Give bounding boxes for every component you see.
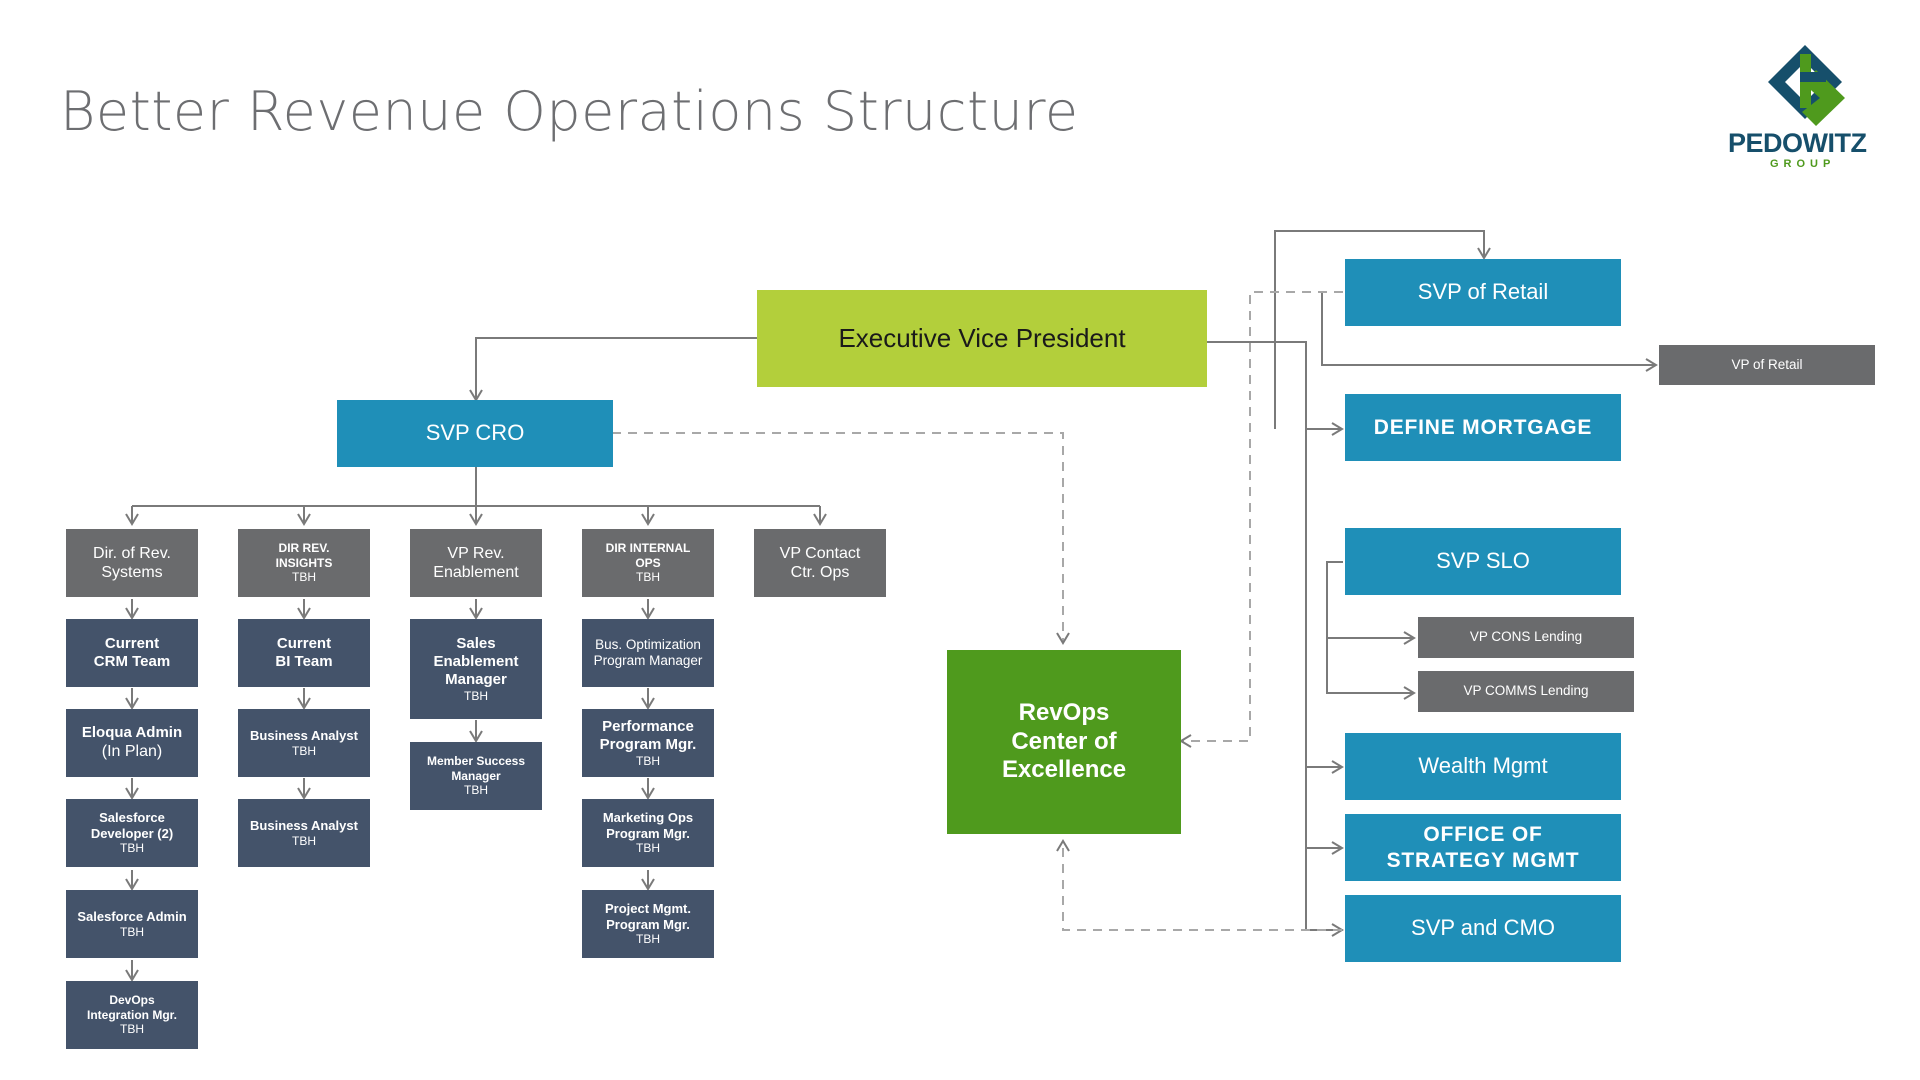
label: Manager — [445, 670, 507, 688]
coe-line-1: RevOps — [1018, 698, 1110, 726]
label: Current — [276, 635, 332, 652]
label: Program Mgr. — [606, 916, 690, 932]
svp-and-cmo-box[interactable]: SVP and CMO — [1345, 895, 1621, 962]
label: Current — [104, 635, 160, 652]
business-analyst-box[interactable]: Business Analyst TBH — [238, 709, 370, 777]
label: DIR REV. — [278, 541, 330, 556]
tbh-label: TBH — [120, 841, 144, 856]
tbh-label: TBH — [120, 1022, 144, 1037]
vp-rev-enablement-box[interactable]: VP Rev. Enablement — [410, 529, 542, 597]
label: INSIGHTS — [275, 555, 333, 570]
label: (In Plan) — [101, 743, 163, 761]
label: Marketing Ops — [602, 810, 694, 826]
label: Developer (2) — [90, 825, 174, 841]
label: VP Contact — [779, 544, 861, 562]
salesforce-developer-box[interactable]: Salesforce Developer (2) TBH — [66, 799, 198, 867]
label: Performance — [602, 717, 694, 735]
tbh-label: TBH — [292, 570, 316, 585]
salesforce-admin-box[interactable]: Salesforce Admin TBH — [66, 890, 198, 958]
logo-subtext: GROUP — [1770, 158, 1836, 170]
dir-rev-systems-box[interactable]: Dir. of Rev. Systems — [66, 529, 198, 597]
label: OPS — [635, 555, 661, 570]
tbh-label: TBH — [636, 570, 660, 585]
svp-retail-box[interactable]: SVP of Retail — [1345, 259, 1621, 326]
pedowitz-logo-icon — [1768, 45, 1845, 126]
vp-cons-lending-box[interactable]: VP CONS Lending — [1418, 617, 1634, 658]
page-title: Better Revenue Operations Structure — [60, 80, 1079, 143]
label: Salesforce Admin — [77, 909, 187, 924]
vp-comms-lending-box[interactable]: VP COMMS Lending — [1418, 671, 1634, 712]
label: Manager — [451, 768, 501, 783]
current-bi-team-box[interactable]: Current BI Team — [238, 619, 370, 687]
label: Bus. Optimization — [595, 636, 701, 652]
label: Dir. of Rev. — [93, 544, 171, 562]
evp-box[interactable]: Executive Vice President — [757, 290, 1207, 387]
label: Business Analyst — [250, 818, 358, 833]
member-success-manager-box[interactable]: Member Success Manager TBH — [410, 742, 542, 810]
label: Ctr. Ops — [790, 564, 850, 581]
label: Enablement — [433, 652, 519, 670]
devops-integration-box[interactable]: DevOps Integration Mgr. TBH — [66, 981, 198, 1049]
tbh-label: TBH — [292, 743, 316, 758]
dir-internal-ops-box[interactable]: DIR INTERNAL OPS TBH — [582, 529, 714, 597]
svp-cro-box[interactable]: SVP CRO — [337, 400, 613, 467]
project-mgmt-program-mgr-box[interactable]: Project Mgmt. Program Mgr. TBH — [582, 890, 714, 958]
marketing-ops-program-mgr-box[interactable]: Marketing Ops Program Mgr. TBH — [582, 799, 714, 867]
label: CRM Team — [93, 653, 171, 670]
dir-rev-insights-box[interactable]: DIR REV. INSIGHTS TBH — [238, 529, 370, 597]
strategy-line-2: STRATEGY MGMT — [1386, 848, 1580, 872]
tbh-label: TBH — [636, 932, 660, 947]
sales-enablement-manager-box[interactable]: Sales Enablement Manager TBH — [410, 619, 542, 719]
label: Eloqua Admin — [81, 724, 183, 742]
label: Integration Mgr. — [87, 1007, 177, 1022]
tbh-label: TBH — [292, 833, 316, 848]
logo-wordmark: PEDOWITZ — [1728, 128, 1867, 158]
label: Sales — [456, 634, 496, 652]
revops-coe-box[interactable]: RevOps Center of Excellence — [947, 650, 1181, 834]
tbh-label: TBH — [636, 753, 660, 768]
label: Program Manager — [593, 653, 703, 668]
vp-retail-box[interactable]: VP of Retail — [1659, 345, 1875, 385]
label: VP Rev. — [447, 544, 505, 562]
tbh-label: TBH — [464, 688, 488, 703]
label: Business Analyst — [250, 728, 358, 743]
office-of-strategy-box[interactable]: OFFICE OF STRATEGY MGMT — [1345, 814, 1621, 881]
coe-line-2: Center of — [1011, 727, 1117, 755]
strategy-line-1: OFFICE OF — [1423, 823, 1543, 847]
label: Program Mgr. — [606, 825, 690, 841]
business-analyst-box[interactable]: Business Analyst TBH — [238, 799, 370, 867]
label: Project Mgmt. — [605, 901, 691, 917]
bus-optimization-manager-box[interactable]: Bus. Optimization Program Manager — [582, 619, 714, 687]
label: DIR INTERNAL — [605, 541, 691, 556]
vp-contact-ctr-ops-box[interactable]: VP Contact Ctr. Ops — [754, 529, 886, 597]
coe-line-3: Excellence — [1001, 756, 1127, 784]
label: BI Team — [275, 653, 333, 670]
label: DevOps — [109, 993, 155, 1008]
performance-program-mgr-box[interactable]: Performance Program Mgr. TBH — [582, 709, 714, 777]
eloqua-admin-box[interactable]: Eloqua Admin (In Plan) — [66, 709, 198, 777]
label: Salesforce — [99, 810, 165, 826]
tbh-label: TBH — [120, 924, 144, 939]
current-crm-team-box[interactable]: Current CRM Team — [66, 619, 198, 687]
tbh-label: TBH — [464, 783, 488, 798]
label: Enablement — [433, 564, 519, 581]
svp-slo-box[interactable]: SVP SLO — [1345, 528, 1621, 595]
tbh-label: TBH — [636, 841, 660, 856]
label: Program Mgr. — [599, 735, 697, 753]
define-mortgage-box[interactable]: DEFINE MORTGAGE — [1345, 394, 1621, 461]
label: Member Success — [426, 754, 526, 769]
wealth-mgmt-box[interactable]: Wealth Mgmt — [1345, 733, 1621, 800]
label: Systems — [101, 564, 163, 581]
